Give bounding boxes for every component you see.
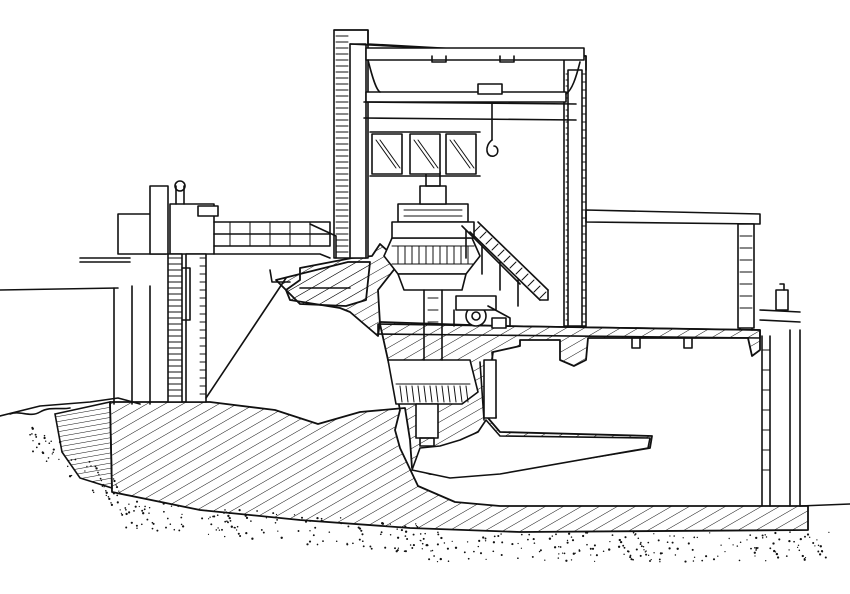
- turbine-runner: [387, 359, 479, 447]
- clerestory-windows: [369, 131, 481, 177]
- pit-walls: [479, 351, 497, 421]
- draft-tube-void: [411, 419, 651, 479]
- left-earth-fill: [54, 401, 113, 490]
- intake-wedge: [275, 261, 371, 307]
- generator-unit: [383, 165, 481, 361]
- superstructure-frame: [333, 29, 587, 327]
- right-annex: [585, 209, 801, 507]
- intake-structure: [79, 180, 337, 405]
- staircase: [461, 221, 549, 307]
- generator-floor-slab: [377, 323, 761, 349]
- governor-equipment: [453, 295, 511, 329]
